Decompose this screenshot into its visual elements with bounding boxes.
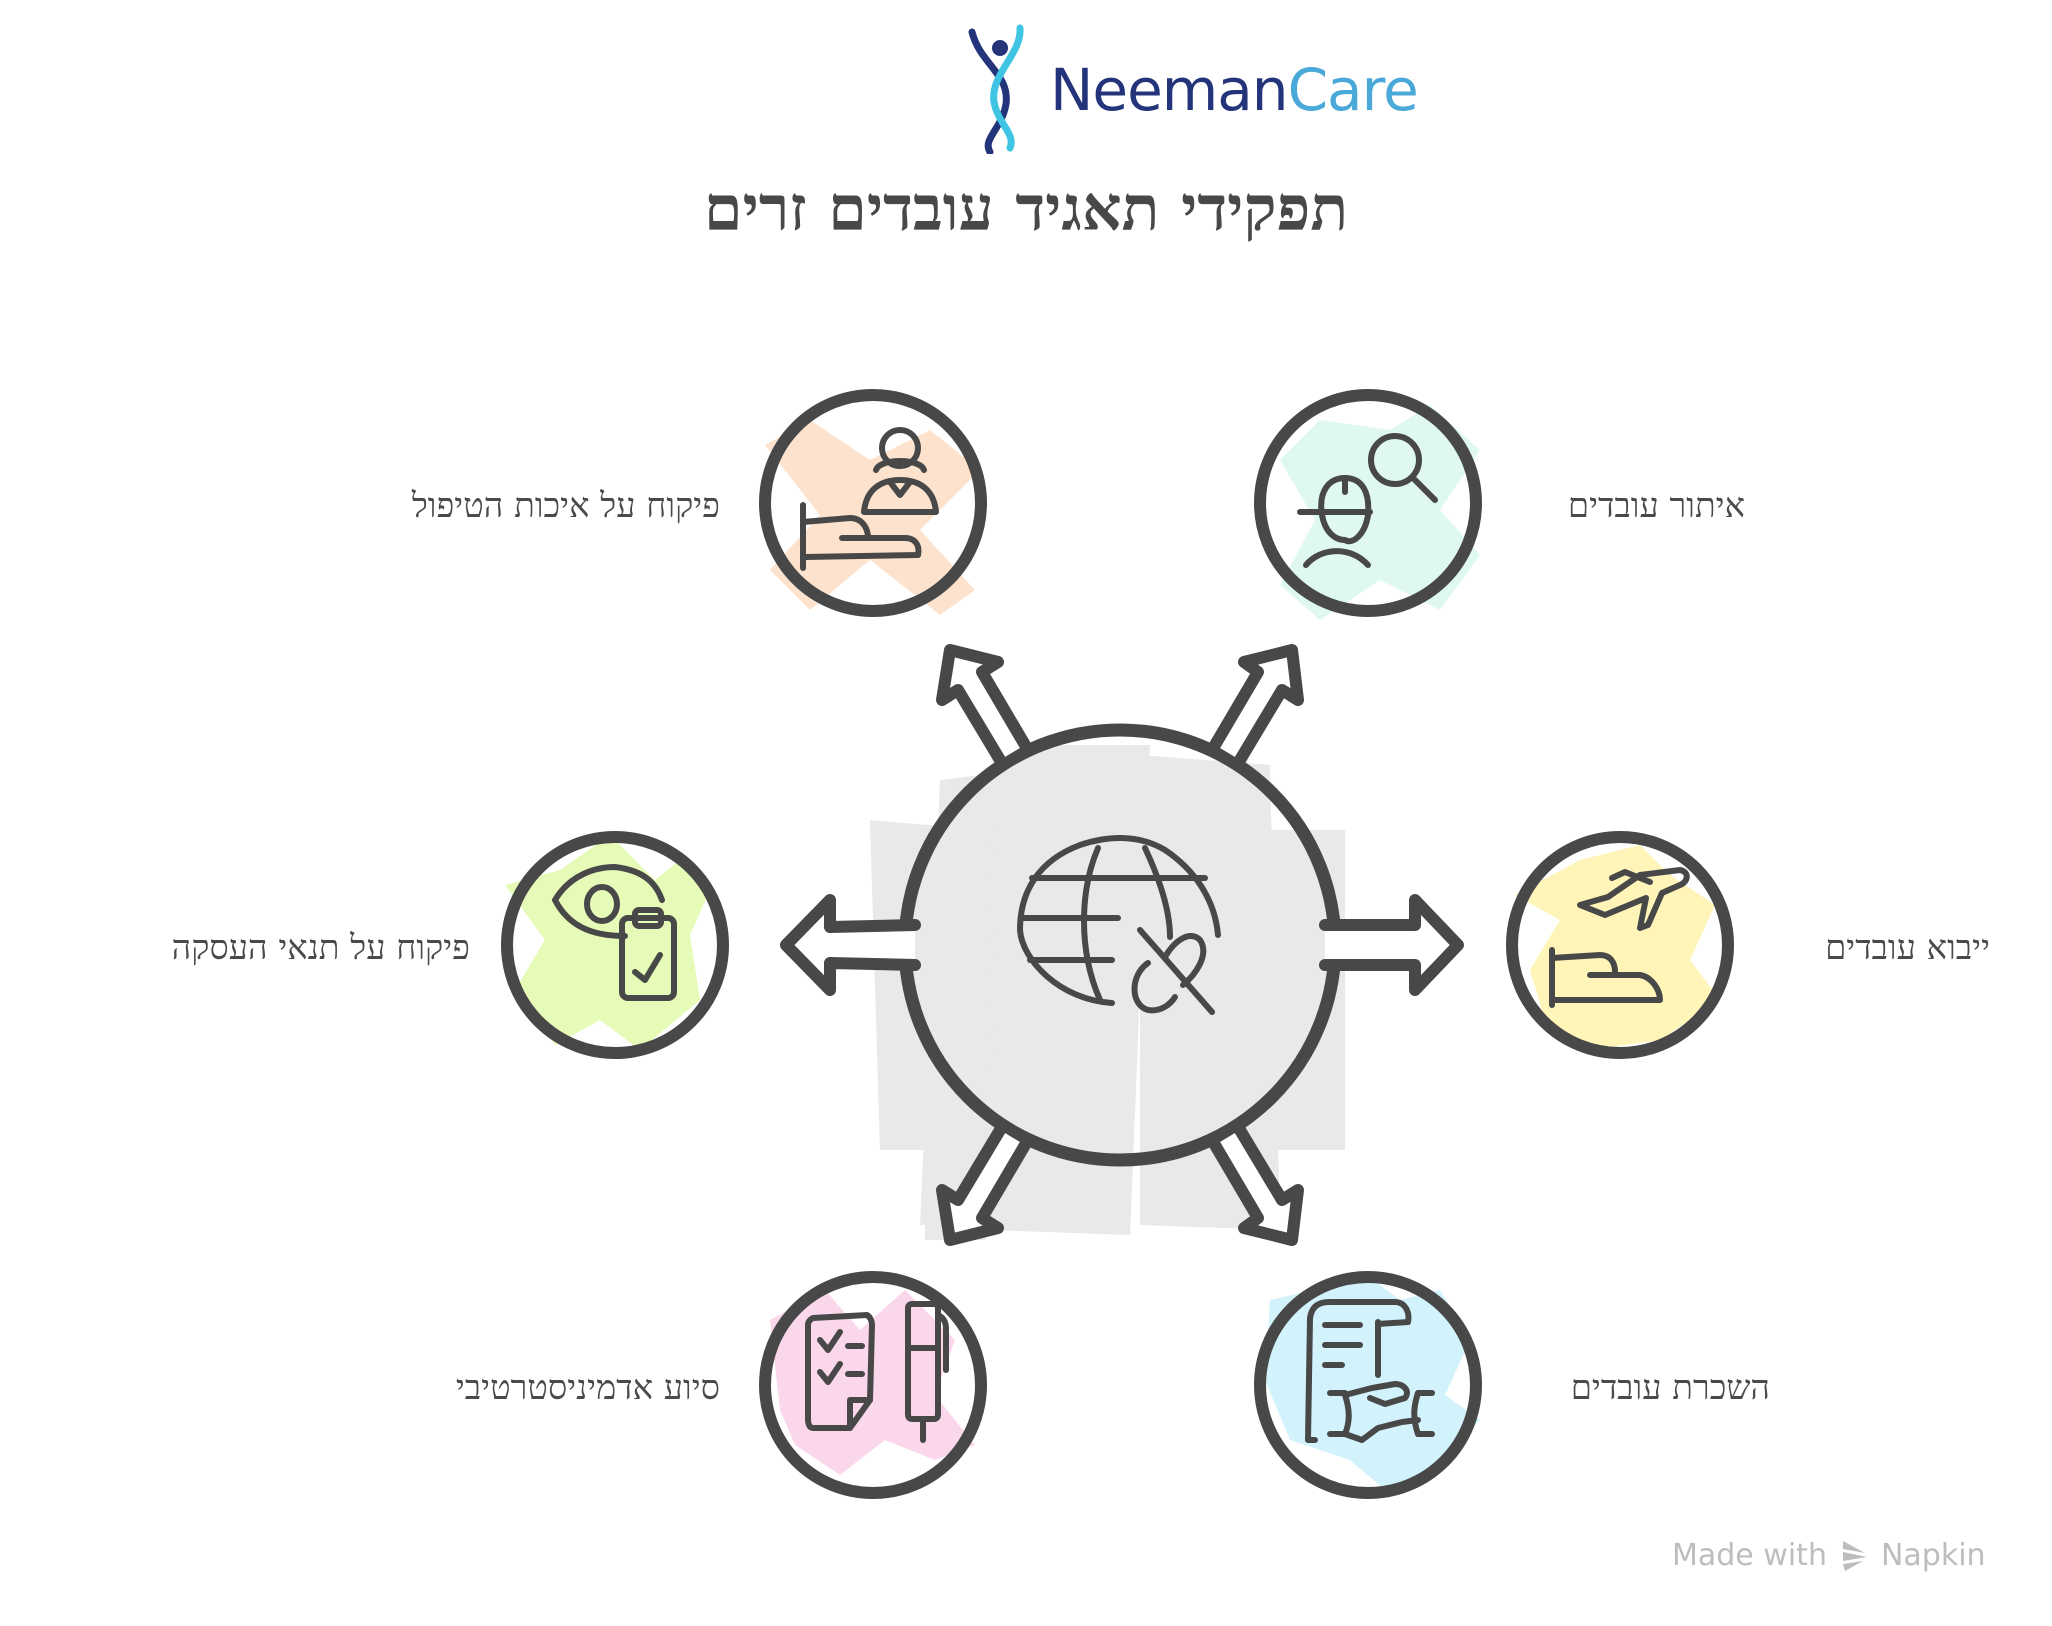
role-node-import[interactable] — [1506, 831, 1734, 1059]
arrows — [780, 644, 1464, 1246]
neemancare-logo: NeemanCare — [960, 24, 1419, 154]
plane-hand-icon — [1549, 867, 1690, 1008]
role-label-hiring: השכרת עובדים — [1570, 1368, 1770, 1408]
role-label-locating: איתור עובדים — [1567, 486, 1745, 526]
arrow-left — [780, 894, 921, 996]
arrow-down-right — [1209, 1124, 1304, 1246]
role-node-admin-support[interactable] — [759, 1271, 987, 1499]
arrow-up-right — [1209, 644, 1304, 766]
role-node-locating[interactable] — [1254, 389, 1482, 620]
logo-part-care: Care — [1287, 56, 1419, 124]
role-label-care-quality: פיקוח על איכות הטיפול — [411, 486, 720, 526]
dancer-figure-icon — [968, 24, 1024, 154]
arrow-right — [1319, 894, 1464, 996]
caregiver-bed-icon — [800, 427, 939, 571]
role-label-import: ייבוא עובדים — [1825, 928, 1990, 968]
role-node-employment-terms[interactable] — [501, 831, 729, 1059]
logo-part-neeman: Neeman — [1050, 56, 1289, 124]
arrow-up-left — [936, 644, 1031, 766]
role-node-care-quality[interactable] — [759, 389, 987, 617]
globe-with-pen-icon — [1017, 835, 1221, 1015]
napkin-logo-icon — [1842, 1540, 1867, 1571]
worker-search-icon — [1297, 433, 1438, 568]
role-label-admin-support: סיוע אדמיניסטרטיבי — [455, 1368, 720, 1408]
arrow-down-left — [936, 1124, 1031, 1246]
contract-handshake-icon — [1305, 1299, 1435, 1443]
eye-clipboard-icon — [552, 864, 677, 1001]
role-label-employment-terms: פיקוח על תנאי העסקה — [171, 928, 470, 968]
highlight-blob — [1280, 405, 1480, 620]
page-title: תפקידי תאגיד עובדים זרים — [703, 172, 1349, 245]
role-node-hiring[interactable] — [1254, 1270, 1482, 1499]
made-with-napkin-badge[interactable]: Made with Napkin — [1672, 1538, 1986, 1573]
napkin-brand-text: Napkin — [1880, 1538, 1986, 1573]
made-with-text: Made with — [1672, 1538, 1827, 1573]
logo-wordmark: NeemanCare — [1050, 56, 1419, 124]
checklist-pen-icon — [805, 1301, 949, 1443]
